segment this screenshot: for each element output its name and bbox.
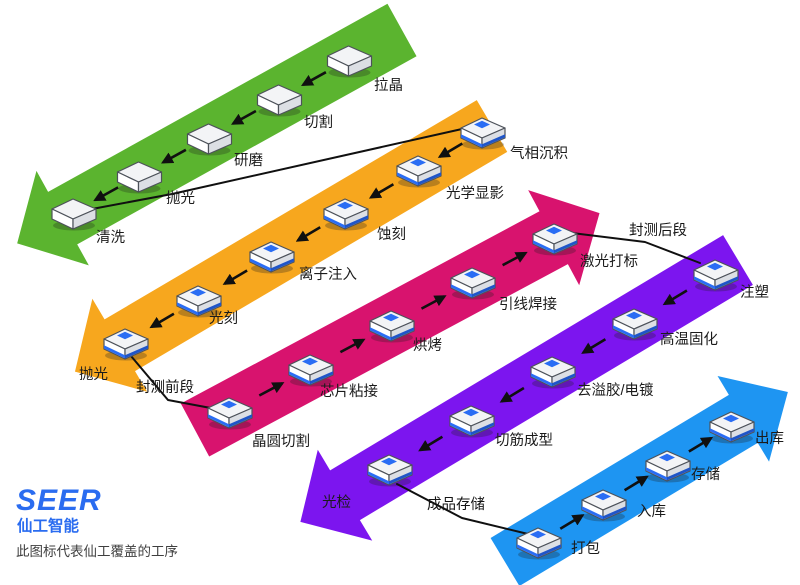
flow-arrow — [688, 436, 714, 453]
flow-arrows-packaging-front — [258, 251, 528, 397]
process-step-label: 高温固化 — [660, 331, 718, 348]
process-step-label: 存储 — [691, 466, 720, 483]
process-step-label: 气相沉积 — [510, 145, 568, 162]
flow-arrow — [418, 435, 444, 452]
process-step-label: 打包 — [571, 540, 600, 557]
flow-arrow — [295, 226, 321, 242]
flow-arrow — [420, 295, 447, 310]
legend-note: 此图标代表仙工覆盖的工序 — [16, 544, 178, 559]
flow-arrows-crystal-prep — [93, 71, 327, 202]
flow-arrow — [339, 338, 366, 354]
flow-arrow — [231, 109, 257, 125]
process-step-label: 光刻 — [209, 310, 238, 327]
flow-arrow — [222, 269, 248, 285]
flow-arrow — [149, 312, 175, 329]
flow-arrow — [301, 71, 327, 86]
flow-arrows-packaging-back — [418, 289, 688, 452]
flow-arrow — [161, 148, 187, 164]
labels-wafer-fab: 气相沉积 光学显影 蚀刻 离子注入 光刻 抛光 — [79, 145, 568, 383]
flow-arrow — [368, 183, 395, 199]
labels-packaging-back: 注塑 高温固化 去溢胶/电镀 切筋成型 光检 — [322, 284, 769, 511]
process-step-label: 晶圆切割 — [252, 433, 310, 450]
process-step-label: 注塑 — [740, 284, 769, 301]
stage-label-finished-storage: 成品存储 — [427, 496, 485, 513]
process-step-label: 光检 — [322, 494, 351, 511]
seer-logo: SEER — [16, 484, 102, 517]
flow-arrow — [258, 382, 285, 397]
flow-arrow — [581, 338, 607, 354]
process-step-label: 去溢胶/电镀 — [577, 382, 654, 399]
process-step-label: 切筋成型 — [495, 432, 553, 449]
process-step-label: 出库 — [755, 430, 784, 447]
process-step-label: 芯片粘接 — [320, 383, 378, 400]
process-step-label: 清洗 — [96, 229, 125, 246]
company-name: 仙工智能 — [17, 516, 80, 535]
process-step-label: 拉晶 — [374, 77, 403, 94]
labels-warehouse: 打包 入库 存储 出库 — [571, 430, 784, 557]
connector-package-front-to-back — [571, 232, 701, 264]
process-step-label: 蚀刻 — [377, 226, 406, 243]
flow-arrow — [559, 514, 585, 530]
flow-arrows-wafer-fab — [149, 142, 463, 329]
connector-package-to-warehouse — [396, 483, 529, 535]
flow-arrow — [662, 289, 688, 306]
footer-legend: SEER 仙工智能 此图标代表仙工覆盖的工序 — [16, 484, 178, 559]
connector-fab-to-package-front — [130, 355, 217, 410]
flow-arrow — [501, 251, 528, 267]
stage-label-post-package-test: 封测后段 — [629, 222, 687, 239]
flow-arrows-warehouse — [559, 436, 714, 530]
process-step-label: 入库 — [637, 503, 666, 520]
connector-prep-to-fab — [91, 128, 463, 210]
flow-arrow — [623, 475, 649, 492]
stage-label-pre-package-test: 封测前段 — [136, 379, 194, 396]
process-step-label: 离子注入 — [299, 266, 357, 283]
labels-packaging-front: 晶圆切割 芯片粘接 烘烤 引线焊接 激光打标 — [252, 253, 638, 450]
flow-arrow — [437, 142, 463, 158]
process-step-label: 切割 — [304, 114, 333, 131]
process-step-label: 抛光 — [166, 190, 195, 207]
process-step-label: 抛光 — [79, 366, 108, 383]
process-step-label: 引线焊接 — [499, 296, 557, 313]
flow-arrow — [93, 186, 119, 202]
labels-crystal-prep: 拉晶 切割 研磨 抛光 清洗 — [96, 77, 403, 246]
process-step-label: 研磨 — [234, 152, 263, 169]
process-step-label: 烘烤 — [413, 337, 442, 354]
flow-arrow — [499, 386, 525, 403]
process-step-label: 激光打标 — [580, 253, 638, 270]
process-step-label: 光学显影 — [446, 185, 504, 202]
